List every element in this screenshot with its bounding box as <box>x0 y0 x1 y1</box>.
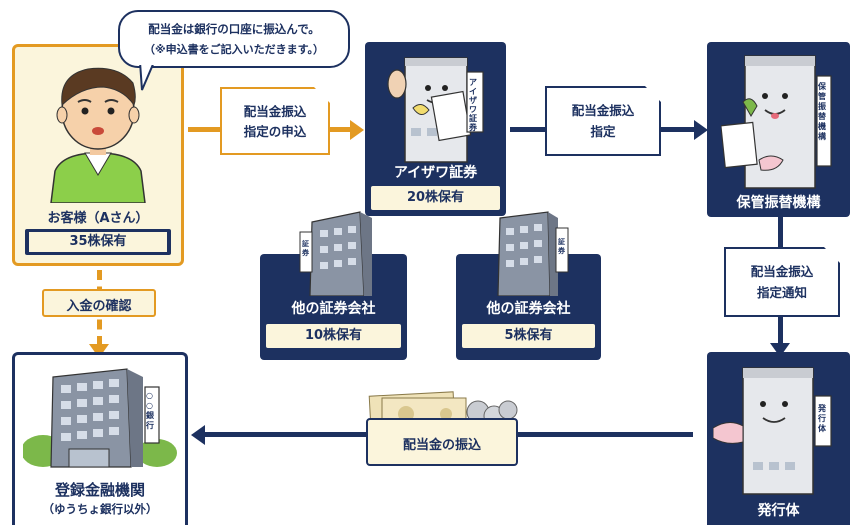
other-b-building-icon <box>497 211 569 296</box>
jasdec-box: 保管振替機構 保管振替機構 <box>707 42 850 217</box>
request-line2: 指定の申込 <box>243 124 307 139</box>
confirm-label: 入金の確認 <box>42 289 156 317</box>
aizawa-name: アイザワ証券 <box>393 165 478 181</box>
arrow-right-icon <box>694 120 708 140</box>
other-a-shares: 10株保有 <box>266 324 401 348</box>
customer-shares: 35株保有 <box>29 232 167 252</box>
designation-line2: 指定 <box>590 124 616 139</box>
jasdec-sign: 保管振替機構 <box>818 82 826 141</box>
designation-document: 配当金振込 指定 <box>545 86 661 156</box>
speech-tail-icon <box>138 62 156 91</box>
request-document: 配当金振込 指定の申込 <box>220 87 330 155</box>
customer-illustration <box>50 67 146 203</box>
issuer-name: 発行体 <box>757 503 800 519</box>
other-a-building-icon <box>299 211 372 296</box>
bank-box: ○○銀行 登録金融機関 （ゆうちょ銀行以外） <box>12 352 188 525</box>
issuer-sign: 発行体 <box>818 404 826 433</box>
bank-sign: ○○銀行 <box>146 391 154 430</box>
confirm-label-text: 入金の確認 <box>66 299 132 314</box>
notice-line1: 配当金振込 <box>750 264 814 279</box>
arrow-right-icon <box>350 120 364 140</box>
arrow-left-icon <box>191 425 205 445</box>
other-a-sign: 証券 <box>302 240 309 257</box>
speech-bubble: 配当金は銀行の口座に振込んで。 （※申込書をご記入いただきます。） <box>118 10 350 68</box>
payment-label: 配当金の振込 <box>366 418 518 466</box>
notice-line2: 指定通知 <box>756 285 807 300</box>
other-b-name: 他の証券会社 <box>486 301 571 317</box>
aizawa-box: アイザワ証券 アイザワ証券 20株保有 <box>365 42 506 216</box>
issuer-building-illustration <box>713 367 832 495</box>
customer-shares-plate: 35株保有 <box>25 229 171 255</box>
customer-box: お客様（Aさん） 35株保有 <box>12 44 184 266</box>
folded-corner-icon <box>824 247 840 263</box>
issuer-box: 発行体 発行体 <box>707 352 850 525</box>
other-b-shares: 5株保有 <box>462 324 595 348</box>
request-line1: 配当金振込 <box>243 104 307 119</box>
bank-building-illustration <box>23 368 177 468</box>
other-a-name: 他の証券会社 <box>291 301 376 317</box>
speech-line1: 配当金は銀行の口座に振込んで。 <box>148 22 320 36</box>
speech-line2: （※申込書をご記入いただきます。） <box>143 43 325 56</box>
payment-label-text: 配当金の振込 <box>402 438 481 453</box>
notice-document: 配当金振込 指定通知 <box>724 247 840 317</box>
aizawa-building-illustration <box>387 57 484 163</box>
bank-subtitle: （ゆうちょ銀行以外） <box>42 502 158 516</box>
other-b-sign: 証券 <box>558 238 565 255</box>
jasdec-building-illustration <box>721 55 832 189</box>
customer-name: お客様（Aさん） <box>47 211 149 226</box>
aizawa-sign: アイザワ証券 <box>469 78 477 132</box>
folded-corner-icon <box>645 86 661 102</box>
folded-corner-icon <box>314 87 330 103</box>
aizawa-shares: 20株保有 <box>371 186 500 210</box>
jasdec-name: 保管振替機構 <box>736 195 821 211</box>
designation-line1: 配当金振込 <box>571 103 635 118</box>
bank-name: 登録金融機関 <box>54 481 145 499</box>
